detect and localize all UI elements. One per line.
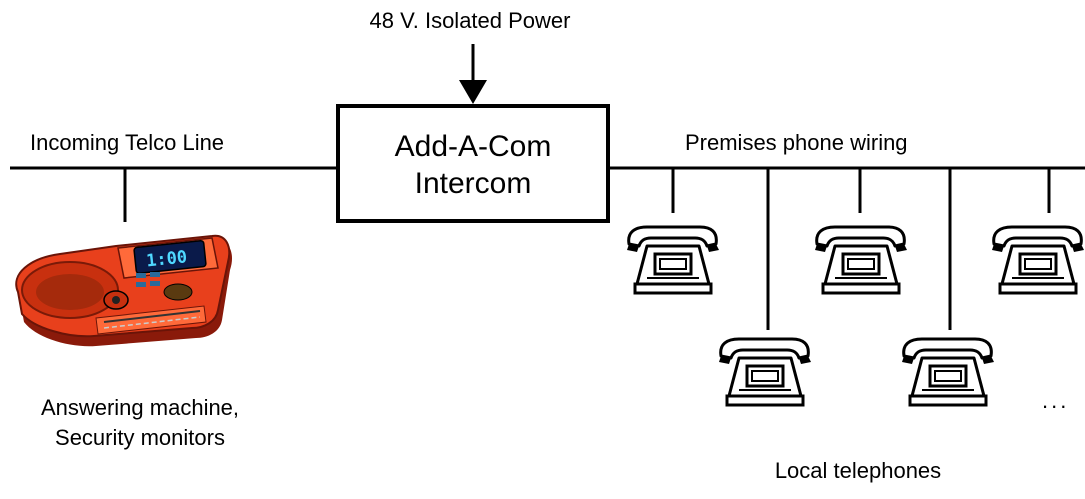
telco-line-label: Incoming Telco Line xyxy=(30,130,225,155)
telephone-icon xyxy=(627,225,719,295)
intercom-box-label: Add-A-Com Intercom xyxy=(338,128,608,202)
answering-display-text: 1:00 xyxy=(145,247,188,271)
power-arrow-head xyxy=(459,80,487,104)
telephone-icon xyxy=(900,337,996,407)
intercom-box-line2: Intercom xyxy=(414,167,532,200)
answering-machine-label: Answering machine, Security monitors xyxy=(0,393,280,453)
power-label: 48 V. Isolated Power xyxy=(369,8,571,33)
answering-label-line1: Answering machine, xyxy=(40,395,240,420)
intercom-box xyxy=(336,104,610,223)
telephone-icon xyxy=(717,337,813,407)
telephone-icon xyxy=(990,225,1085,295)
local-telephones-label: Local telephones xyxy=(774,458,942,483)
answering-label-line2: Security monitors xyxy=(55,425,225,450)
more-phones-ellipsis: ... xyxy=(1042,388,1070,413)
intercom-box-line1: Add-A-Com xyxy=(394,130,552,163)
telephone-icon xyxy=(813,225,909,295)
premises-wiring-label: Premises phone wiring xyxy=(685,130,908,155)
answering-machine-icon: 1:00 xyxy=(15,234,233,347)
